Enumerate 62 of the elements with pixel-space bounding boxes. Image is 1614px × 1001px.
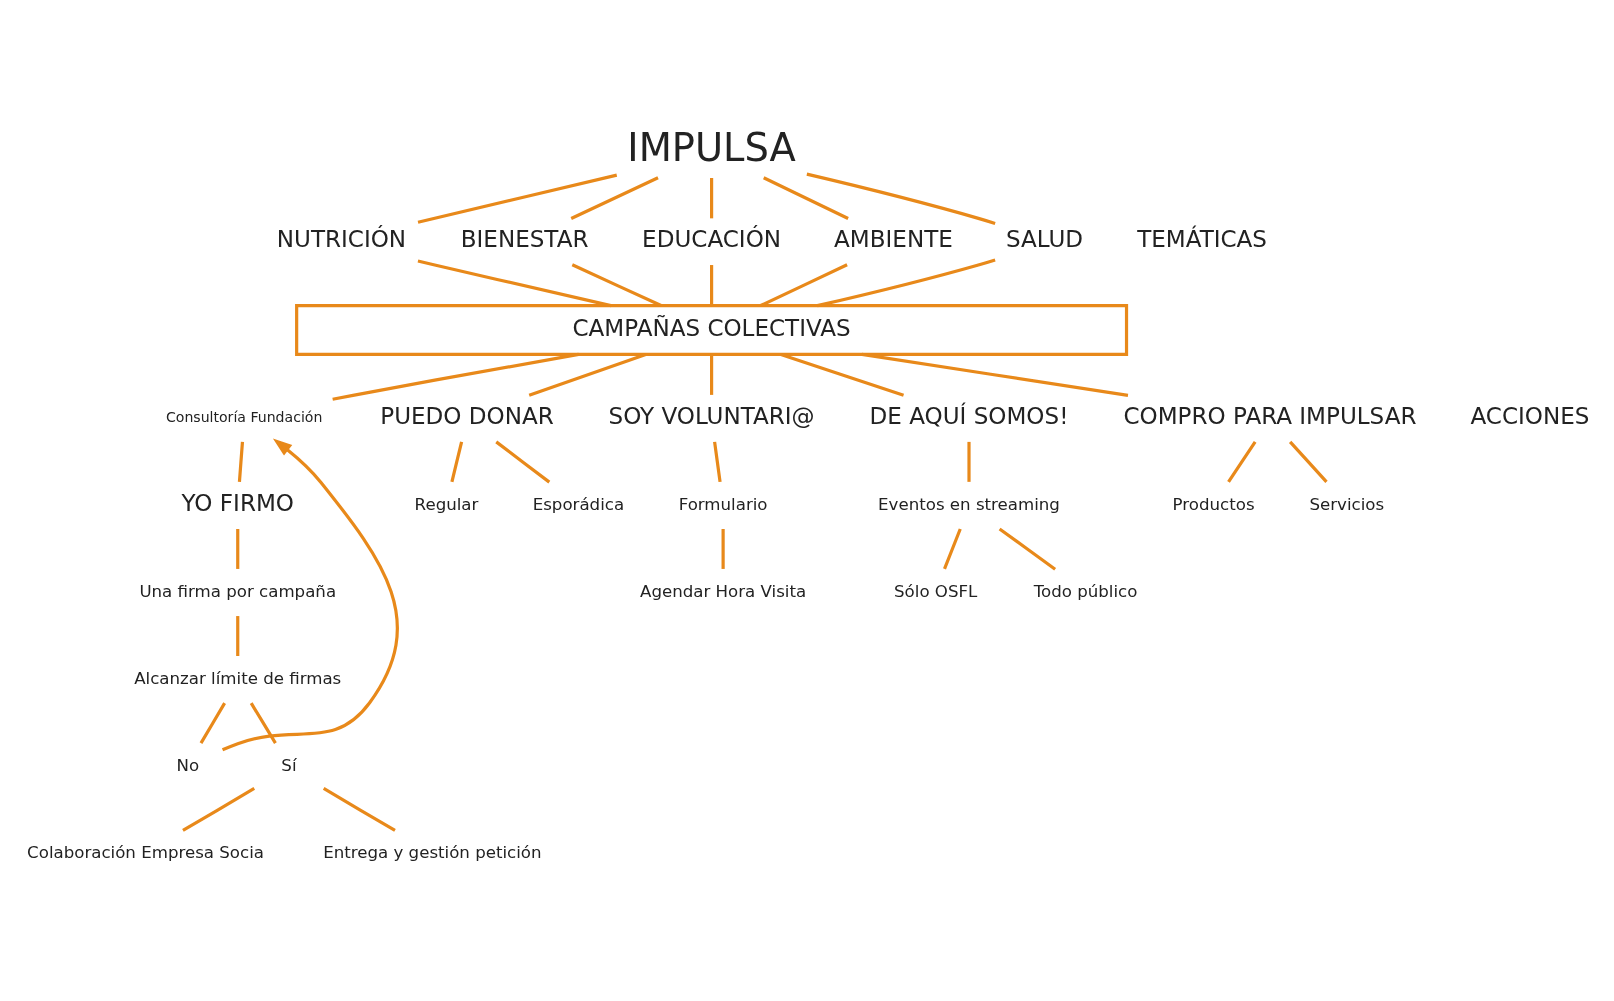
node-text: Todo público <box>1033 581 1138 601</box>
node-text: YO FIRMO <box>181 489 294 516</box>
connector <box>237 441 245 482</box>
node-text: NUTRICIÓN <box>276 225 407 252</box>
node-text: No <box>176 755 200 775</box>
node-text: SALUD <box>1005 225 1084 252</box>
connector <box>967 441 971 482</box>
node-text: BIENESTAR <box>460 225 589 252</box>
connector <box>417 259 612 307</box>
connector <box>249 701 277 744</box>
node-text: Una firma por campaña <box>139 581 337 601</box>
node-text: Productos <box>1172 494 1255 514</box>
connector <box>236 528 240 569</box>
connector <box>780 352 905 397</box>
arrow <box>221 438 399 751</box>
connector <box>182 786 256 832</box>
node-box: CAMPAÑAS COLECTIVAS <box>295 303 1129 356</box>
node-text: AMBIENTE <box>834 225 953 252</box>
connector <box>721 528 725 569</box>
connector <box>1227 440 1257 483</box>
connector <box>998 527 1057 571</box>
node-text: COMPRO PARA IMPULSAR <box>1123 402 1417 429</box>
connector <box>806 172 996 225</box>
connector <box>710 354 714 395</box>
connector <box>332 352 579 401</box>
connector <box>199 701 226 744</box>
connector <box>760 262 848 307</box>
connector <box>710 264 714 305</box>
node-text: Entrega y gestión petición <box>323 842 542 862</box>
node-text: Servicios <box>1309 494 1385 514</box>
connector <box>817 257 996 307</box>
node-text: Sí <box>281 755 297 775</box>
node-text: DE AQUÍ SOMOS! <box>869 402 1069 429</box>
node-text: Colaboración Empresa Socia <box>27 842 264 862</box>
connector <box>322 786 396 832</box>
node-text: Esporádica <box>532 494 625 514</box>
label: ACCIONES <box>1470 402 1590 429</box>
connector <box>570 175 659 220</box>
connector <box>571 262 662 307</box>
connector <box>710 177 714 218</box>
connector <box>713 441 722 482</box>
node-text: SOY VOLUNTARI@ <box>608 402 815 429</box>
connector <box>417 173 618 224</box>
label: TEMÁTICAS <box>1137 225 1268 252</box>
connector <box>495 440 551 483</box>
connector <box>236 615 240 656</box>
node-text: Regular <box>414 494 479 514</box>
node-text: Eventos en streaming <box>878 494 1060 514</box>
node-text: Consultoría Fundación <box>165 408 323 425</box>
connector <box>861 352 1129 397</box>
connector <box>763 175 849 220</box>
connector <box>450 441 464 482</box>
node-text: Sólo OSFL <box>894 581 978 601</box>
node-text: Agendar Hora Visita <box>640 581 807 601</box>
node-text: Alcanzar límite de firmas <box>134 668 342 688</box>
connector <box>1288 440 1328 483</box>
node-text: IMPULSA <box>627 124 796 170</box>
connector <box>528 352 647 397</box>
node-text: Formulario <box>678 494 768 514</box>
connector <box>943 527 962 570</box>
node-text: PUEDO DONAR <box>380 402 554 429</box>
node-text: EDUCACIÓN <box>642 225 782 252</box>
